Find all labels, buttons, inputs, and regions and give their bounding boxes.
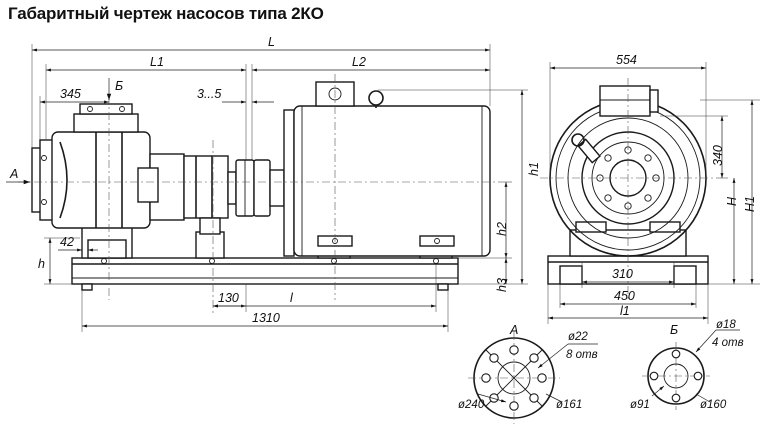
coupling [227, 159, 285, 217]
dim-340: 340 [711, 145, 725, 166]
view-B-bolt-count: 4 отв [712, 337, 744, 349]
dim-h: h [38, 257, 45, 271]
end-dimensions: 554 340 H H1 310 450 l1 [547, 53, 760, 324]
end-view [540, 78, 716, 300]
dim-345: 345 [60, 87, 81, 101]
page-title: Габаритный чертеж насосов типа 2КО [8, 4, 324, 23]
dim-l: l [290, 291, 294, 305]
dim-L: L [268, 35, 275, 49]
view-A-bolt-holes [481, 345, 547, 411]
view-B-bolt-diameter: ø18 [716, 319, 736, 331]
arrow-B-label: Б [115, 79, 123, 93]
view-A-bolt-diameter: ø22 [568, 331, 588, 343]
view-B-outer-diameter: ø160 [700, 399, 727, 411]
dim-1310: 1310 [252, 311, 280, 325]
dim-450: 450 [614, 289, 635, 303]
view-A-pcd: ø161 [556, 399, 582, 411]
view-A-flange: А ø22 8 отв ø240 ø161 [458, 323, 598, 424]
view-B-flange: Б ø18 4 отв ø91 ø160 [630, 319, 744, 411]
pump-casing [31, 103, 151, 259]
side-dimensions: L L1 L2 345 Б 3...5 А 42 h [6, 35, 541, 332]
dim-42: 42 [60, 235, 74, 249]
view-B-inner-diameter: ø91 [630, 399, 650, 411]
bearing-housing [137, 153, 229, 235]
dim-310: 310 [612, 267, 633, 281]
dim-L2: L2 [352, 55, 366, 69]
dim-130: 130 [218, 291, 239, 305]
view-A-bolt-count: 8 отв [566, 349, 598, 361]
view-A-outer-diameter: ø240 [458, 399, 485, 411]
view-A-label: А [509, 323, 518, 337]
dim-h3: h3 [495, 278, 509, 292]
view-B-bolt-holes [649, 349, 703, 403]
dim-H: H [725, 196, 739, 206]
side-view [18, 74, 498, 316]
arrow-A-label: А [9, 167, 18, 181]
dim-h1: h1 [527, 162, 541, 176]
dim-l1: l1 [620, 304, 630, 318]
dim-H1: H1 [743, 196, 757, 212]
dim-554: 554 [616, 53, 637, 67]
view-B-label: Б [670, 323, 678, 337]
motor [283, 81, 491, 257]
dim-L1: L1 [150, 55, 164, 69]
dim-h2: h2 [495, 222, 509, 236]
dim-gap: 3...5 [197, 87, 221, 101]
